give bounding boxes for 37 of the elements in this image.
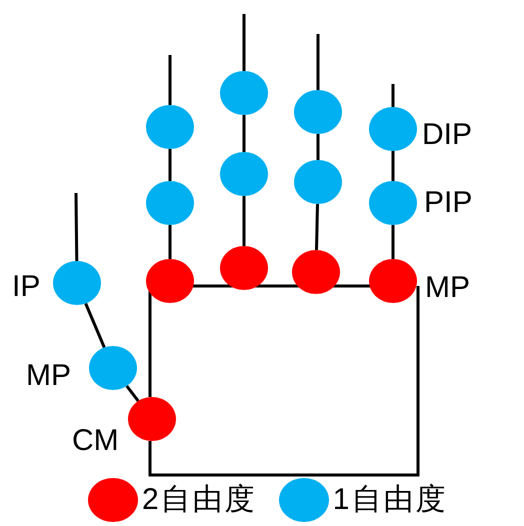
joint-label: IP	[12, 269, 40, 305]
bone-line	[126, 385, 140, 402]
bone-line	[316, 34, 320, 90]
joint-circle	[53, 261, 101, 305]
joint-label: DIP	[422, 117, 472, 153]
joint-circle	[220, 246, 268, 290]
joint-circle	[128, 397, 176, 441]
joint-circle	[220, 71, 268, 115]
legend-label: 1自由度	[332, 482, 448, 518]
bone-line	[168, 149, 172, 181]
joint-circle	[292, 250, 340, 294]
joint-label: MP	[26, 358, 71, 394]
bone-line	[316, 134, 320, 160]
joint-label: CM	[72, 423, 119, 459]
joint-circle	[220, 152, 268, 196]
joint-circle	[369, 259, 417, 303]
joint-circle	[369, 107, 417, 151]
legend-label: 2自由度	[142, 482, 257, 518]
bone-line	[392, 225, 394, 259]
bone-line	[242, 196, 246, 246]
bone-line	[168, 55, 172, 105]
joint-label: MP	[425, 270, 470, 306]
bone-line	[392, 84, 394, 107]
bone-line	[315, 204, 319, 250]
joint-circle	[369, 181, 417, 225]
bone-line	[242, 115, 246, 152]
bone-line	[242, 14, 246, 71]
joint-label: PIP	[424, 185, 472, 221]
joint-circle	[146, 105, 194, 149]
joint-circle	[294, 90, 342, 134]
joint-circle	[146, 259, 194, 303]
bone-line	[74, 192, 78, 262]
bone-line	[392, 151, 394, 181]
joint-circle	[89, 346, 137, 390]
bone-line	[168, 225, 172, 259]
joint-circle	[294, 160, 342, 204]
joint-circle	[146, 181, 194, 225]
